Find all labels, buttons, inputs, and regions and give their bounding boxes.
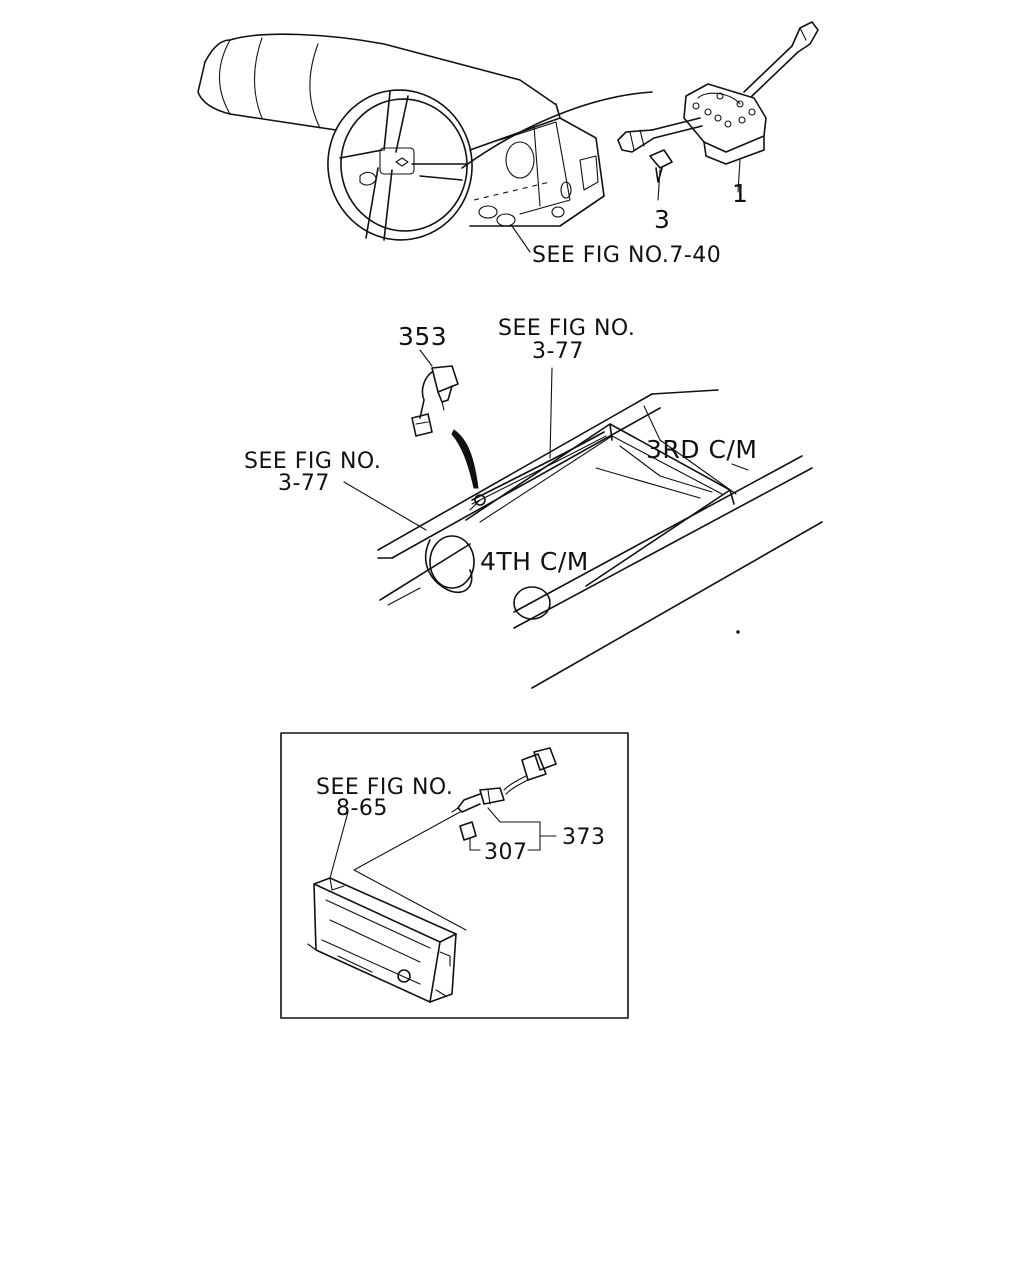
- instrument-panel: [469, 103, 605, 227]
- install-arrow: [451, 429, 479, 489]
- callout-353: 353: [398, 322, 447, 351]
- inset-frame: [280, 732, 629, 1019]
- callout-1: 1: [732, 179, 748, 208]
- see-fig-3-77-left-line1: SEE FIG NO.: [244, 449, 381, 474]
- label-4th-cm: 4TH C/M: [480, 547, 589, 576]
- see-fig-8-65-line2: 8-65: [336, 796, 388, 821]
- speck: [736, 630, 740, 634]
- see-fig-3-77-top-line2: 3-77: [532, 339, 584, 364]
- plug-part-307: [459, 821, 477, 841]
- steering-wheel: [327, 89, 473, 241]
- steering-column-cover: [197, 33, 556, 131]
- see-fig-7-40: SEE FIG NO.7-40: [532, 243, 721, 268]
- label-3rd-cm: 3RD C/M: [646, 435, 757, 464]
- see-fig-3-77-top-line1: SEE FIG NO.: [498, 316, 635, 341]
- callout-373: 373: [562, 825, 606, 850]
- sensor-part-353: [411, 349, 459, 437]
- see-fig-8-65-line1: SEE FIG NO.: [316, 775, 453, 800]
- steering-column-figure: 1 3 SEE FIG NO.7-40: [197, 21, 819, 268]
- instrument-panel-bracket: [307, 877, 457, 1003]
- callout-3: 3: [654, 205, 670, 234]
- see-fig-3-77-left-line2: 3-77: [278, 471, 330, 496]
- combination-switch: [617, 21, 819, 165]
- inset-figure: SEE FIG NO. 8-65 307 373: [280, 732, 629, 1019]
- callout-307: 307: [484, 840, 528, 865]
- sensor-part-373: [451, 747, 557, 813]
- chassis-figure: 353 SEE FIG NO. 3-77: [244, 316, 823, 689]
- screw-part-3: [649, 149, 673, 201]
